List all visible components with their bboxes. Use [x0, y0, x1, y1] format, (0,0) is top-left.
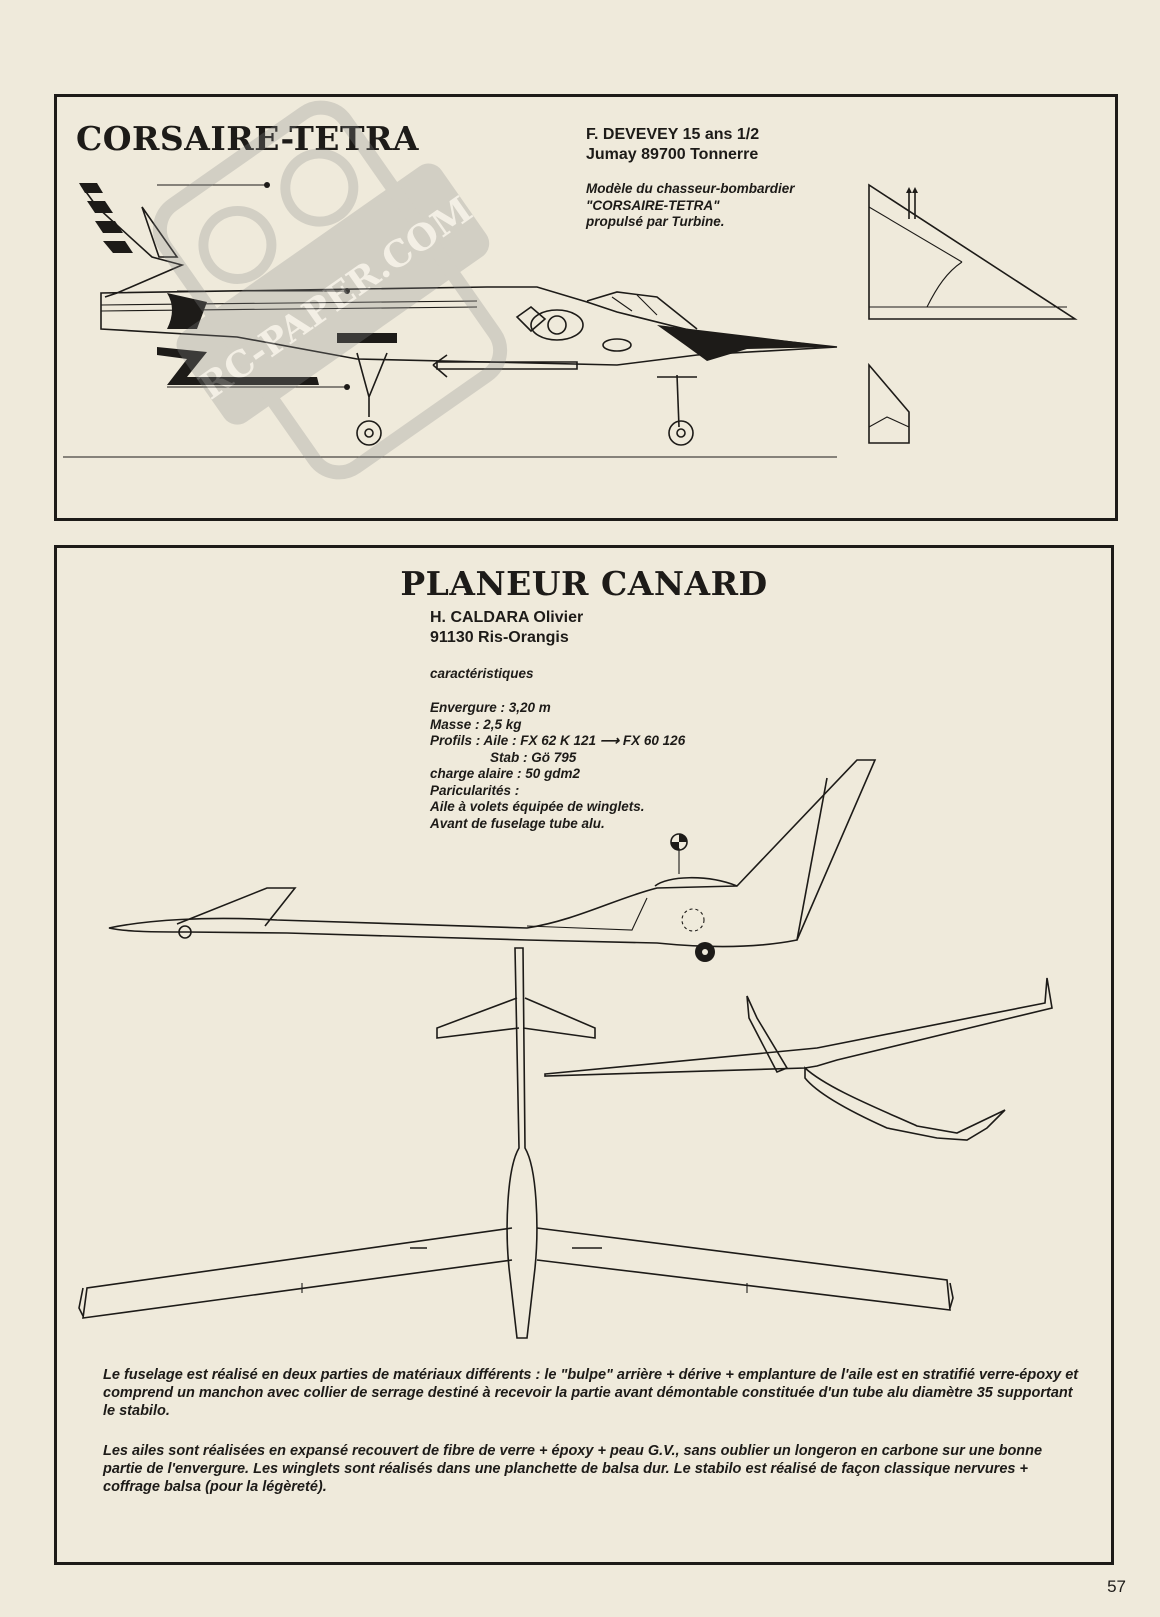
page-number: 57 — [1107, 1577, 1126, 1596]
corsaire-author: F. DEVEVEY 15 ans 1/2 Jumay 89700 Tonner… — [586, 125, 759, 165]
spec-line: Avant de fuselage tube alu. — [430, 815, 605, 831]
corsaire-side-view-drawing — [63, 182, 1078, 458]
specs-list: Envergure : 3,20 m Masse : 2,5 kg Profil… — [430, 700, 685, 832]
spec-line: Envergure : 3,20 m — [430, 700, 551, 715]
corsaire-title: CORSAIRE-TETRA — [76, 119, 420, 158]
specs-heading: caractéristiques — [430, 666, 534, 681]
planeur-author-address: 91130 Ris-Orangis — [430, 629, 569, 646]
corsaire-tetra-panel: CORSAIRE-TETRA F. DEVEVEY 15 ans 1/2 Jum… — [54, 94, 1118, 521]
spec-line: Masse : 2,5 kg — [430, 716, 522, 732]
planeur-title: PLANEUR CANARD — [400, 564, 768, 603]
corsaire-author-name: F. DEVEVEY 15 ans 1/2 — [586, 126, 760, 143]
corsaire-desc-line: "CORSAIRE-TETRA" — [586, 197, 720, 213]
spec-line: charge alaire : 50 gdm2 — [430, 766, 581, 781]
paragraph-fuselage: Le fuselage est réalisé en deux parties … — [103, 1367, 1079, 1419]
planeur-author: H. CALDARA Olivier 91130 Ris-Orangis — [430, 608, 583, 648]
corsaire-desc-line: Modèle du chasseur-bombardier — [586, 181, 795, 196]
spec-line: Paricularités : — [430, 782, 520, 798]
corsaire-desc-line: propulsé par Turbine. — [586, 214, 725, 229]
corsaire-description: Modèle du chasseur-bombardier "CORSAIRE-… — [586, 181, 795, 231]
planeur-author-name: H. CALDARA Olivier — [430, 609, 584, 626]
paragraph-wings: Les ailes sont réalisées en expansé reco… — [103, 1443, 1043, 1495]
spec-line: Aile à volets équipée de winglets. — [430, 799, 645, 814]
planeur-canard-panel: PLANEUR CANARD H. CALDARA Olivier 91130 … — [54, 545, 1114, 1565]
spec-line: Stab : Gö 795 — [490, 749, 577, 765]
corsaire-author-address: Jumay 89700 Tonnerre — [586, 146, 759, 163]
glider-drawings — [78, 759, 1053, 1339]
spec-line: Profils : Aile : FX 62 K 121 ⟶ FX 60 126 — [430, 733, 686, 748]
